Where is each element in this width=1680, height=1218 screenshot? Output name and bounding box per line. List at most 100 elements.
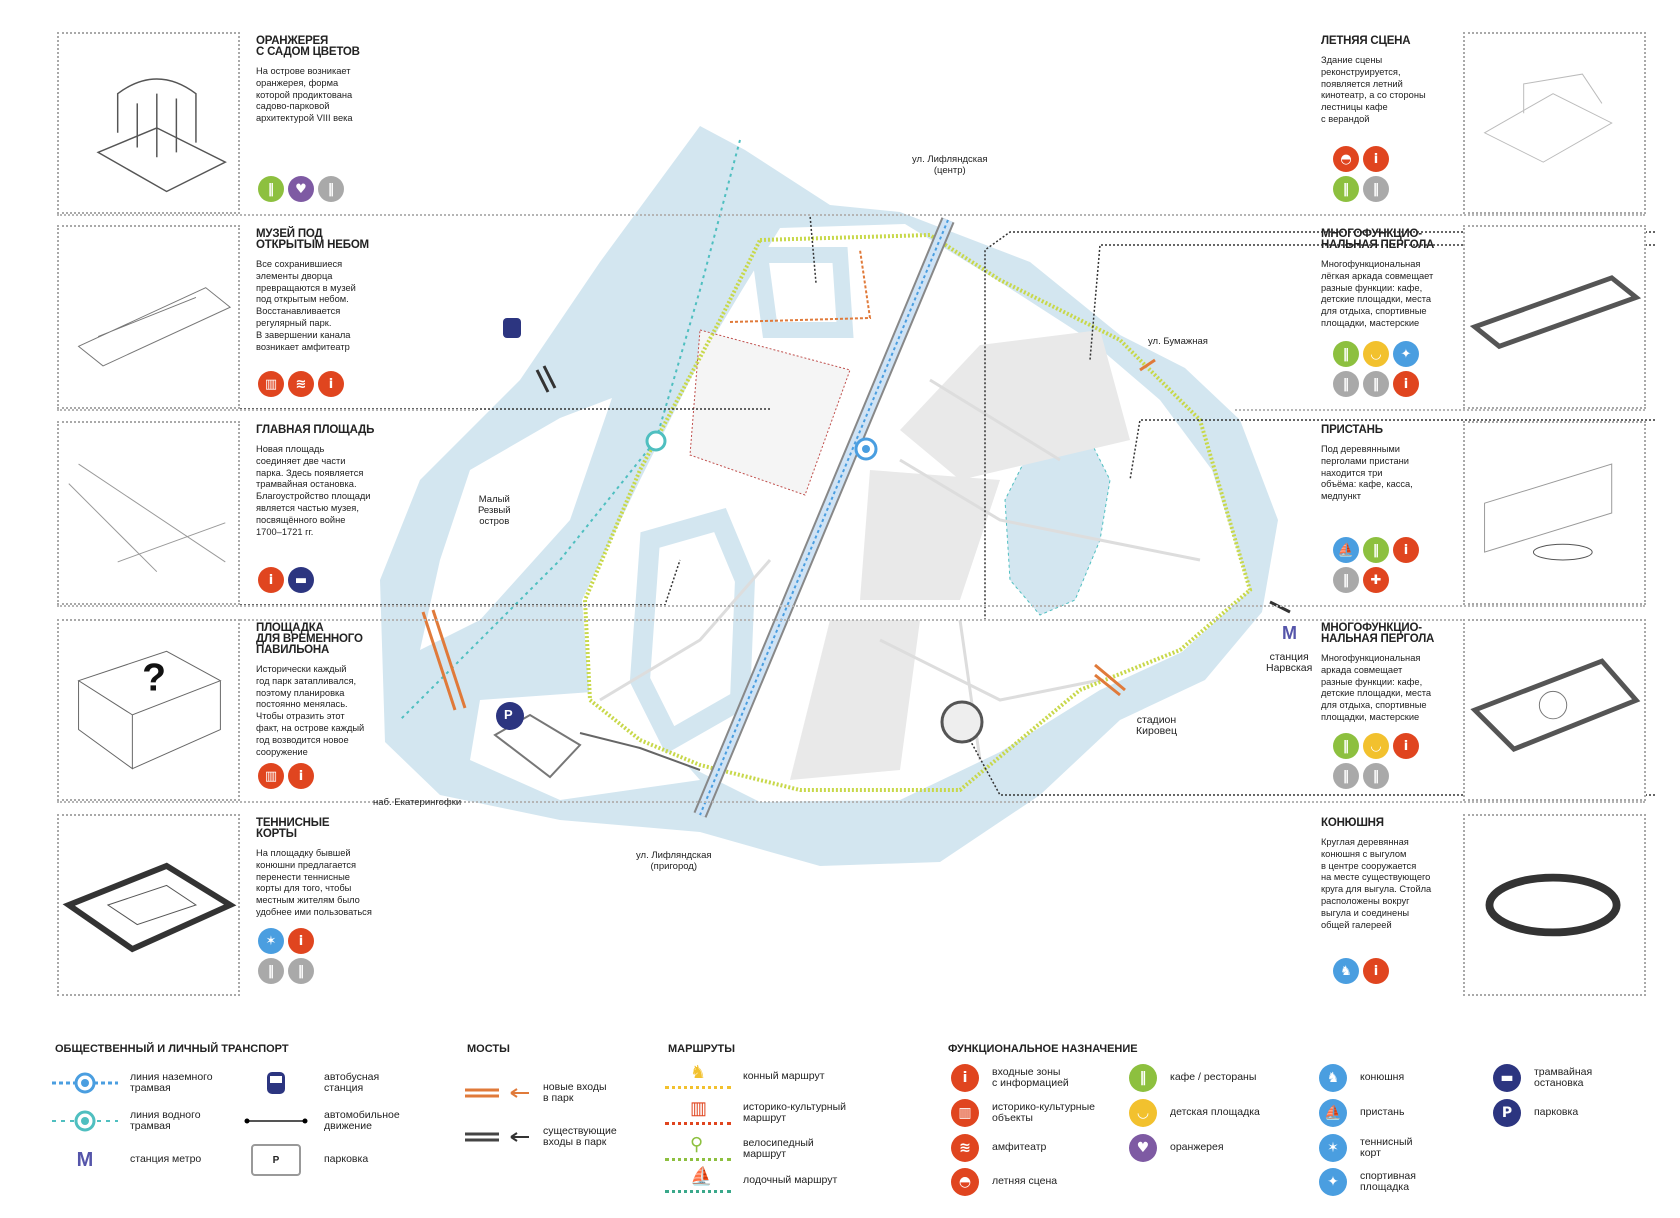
panel-title: Пристань	[1321, 424, 1383, 436]
legend-symbol: ≋	[950, 1133, 980, 1163]
legend-label: станция метро	[130, 1153, 202, 1166]
amphitheatre-icon: ≋	[951, 1134, 979, 1162]
inactive-icon: ‖	[1333, 567, 1359, 593]
heritage-icon: ▥	[258, 371, 284, 397]
legend-label: линия наземного трамвая	[130, 1070, 213, 1094]
legend-label: конный маршрут	[743, 1070, 825, 1083]
pier-icon: ⛵	[1333, 537, 1359, 563]
stable-icon: ♞	[1319, 1064, 1347, 1092]
legend-heading: Общественный и личный транспорт	[55, 1043, 289, 1055]
panel-description: Новая площадь соединяет две части парка.…	[256, 444, 371, 537]
legend-symbol: ♥	[1128, 1133, 1158, 1163]
tennis-icon: ✶	[258, 928, 284, 954]
info-icon: i	[1393, 537, 1419, 563]
legend-item: ⛵лодочный маршрут	[665, 1166, 837, 1196]
panel-description: Многофункциональная аркада совмещает раз…	[1321, 653, 1432, 722]
amphitheatre-icon: ≋	[288, 371, 314, 397]
svg-text:?: ?	[142, 656, 166, 699]
car-road	[579, 732, 701, 771]
panel-description: Многофункциональная лёгкая аркада совмещ…	[1321, 259, 1434, 328]
panel-title: Главная площадь	[256, 424, 375, 436]
stable-circle[interactable]	[940, 700, 984, 744]
metro-icon: M	[76, 1148, 94, 1171]
parking-icon: P	[1493, 1099, 1521, 1127]
cafe-icon: ‖	[1363, 537, 1389, 563]
panel-description: Под деревянными перголами пристани наход…	[1321, 444, 1413, 502]
info-icon: i	[258, 567, 284, 593]
bus-station-icon[interactable]	[503, 318, 521, 338]
inactive-icon: ‖	[318, 176, 344, 202]
legend-label: новые входы в парк	[543, 1080, 607, 1104]
metro-icon: M	[1282, 623, 1297, 643]
legend-label: летняя сцена	[992, 1175, 1058, 1188]
pier-icon: ⛵	[1319, 1099, 1347, 1127]
panel-text: ПристаньПод деревянными перголами приста…	[1321, 424, 1481, 503]
cafe-icon: ‖	[258, 176, 284, 202]
info-icon: i	[288, 928, 314, 954]
legend-label: кафе / рестораны	[1170, 1071, 1257, 1084]
legend-label: амфитеатр	[992, 1141, 1047, 1154]
parking-lot-icon: P	[240, 1144, 312, 1176]
new-entrance-bridge-icon	[465, 1078, 531, 1108]
legend-label: спортивная площадка	[1360, 1169, 1416, 1193]
legend-label: конюшня	[1360, 1071, 1405, 1084]
orangery-icon: ♥	[1129, 1134, 1157, 1162]
panel-description: На острове возникает оранжерея, форма ко…	[256, 66, 353, 124]
panel-function-icons: ‖◡i‖‖	[1333, 733, 1425, 789]
boat-route-icon: ⛵	[665, 1166, 731, 1196]
panel-illustration: ?	[57, 619, 240, 801]
canal-north	[750, 247, 854, 338]
canal-south	[629, 507, 756, 754]
cafe-icon: ‖	[1333, 176, 1359, 202]
legend-item: ◓ летняя сцена	[950, 1167, 1057, 1197]
legend-label: оранжерея	[1170, 1141, 1224, 1154]
water-tram-stop-marker[interactable]	[645, 430, 667, 452]
legend-item: ‖ кафе / рестораны	[1128, 1063, 1256, 1093]
panel-description: Исторически каждый год парк затапливался…	[256, 664, 365, 757]
legend-symbol: ✶	[1318, 1133, 1348, 1163]
summer-stage-icon: ◓	[951, 1168, 979, 1196]
panel-function-icons: i▬	[258, 567, 358, 593]
park-paths	[599, 378, 1201, 761]
panel-description: Круглая деревянная конюшня с выгулом в ц…	[1321, 837, 1432, 930]
panel-illustration	[1463, 32, 1646, 214]
parking-marker[interactable]	[496, 702, 524, 730]
panel-function-icons: ✶i‖‖	[258, 928, 318, 984]
panel-title: Многофункцио- нальная пергола	[1321, 228, 1435, 251]
panel-description: На площадку бывшей конюшни предлагается …	[256, 848, 372, 917]
inactive-icon: ‖	[1363, 763, 1389, 789]
existing-entrance-bridge-icon	[465, 1122, 531, 1152]
panel-function-icons: ‖◡✦‖‖i	[1333, 341, 1425, 397]
label-bumazhnaya: ул. Бумажная	[1148, 336, 1208, 347]
legend-item: ▬трамвайная остановка	[1492, 1063, 1592, 1093]
bus-icon	[240, 1068, 312, 1098]
medical-icon: ✚	[1363, 567, 1389, 593]
legend-heading: Мосты	[467, 1043, 510, 1055]
legend-item: ✦спортивная площадка	[1318, 1167, 1416, 1197]
legend-symbol: ◡	[1128, 1098, 1158, 1128]
cafe-icon: ‖	[1129, 1064, 1157, 1092]
panel-function-icons: ‖♥‖	[258, 176, 358, 202]
panel-illustration	[57, 814, 240, 996]
horse-route-icon: ♞	[665, 1062, 731, 1092]
panel-title: Теннисные корты	[256, 817, 330, 840]
legend-symbol: ▥	[950, 1098, 980, 1128]
ground-tram-line-icon	[52, 1068, 118, 1098]
legend-symbol: P	[1492, 1098, 1522, 1128]
panel-illustration	[57, 225, 240, 409]
legend-item: автомобильное движение	[240, 1106, 400, 1136]
legend-label: велосипедный маршрут	[743, 1136, 814, 1160]
orangery-icon: ♥	[288, 176, 314, 202]
heritage-icon: ▥	[951, 1099, 979, 1127]
legend-item: ♞ конюшня	[1318, 1063, 1404, 1093]
inactive-icon: ‖	[1363, 371, 1389, 397]
panel-title: Музей под открытым небом	[256, 228, 369, 251]
legend-item: автобусная станция	[240, 1068, 379, 1098]
plaza	[790, 330, 1130, 780]
car-traffic-icon	[240, 1106, 312, 1136]
panel-function-icons: ◓i‖‖	[1333, 146, 1393, 202]
new-bridge-entrances	[421, 358, 1156, 711]
